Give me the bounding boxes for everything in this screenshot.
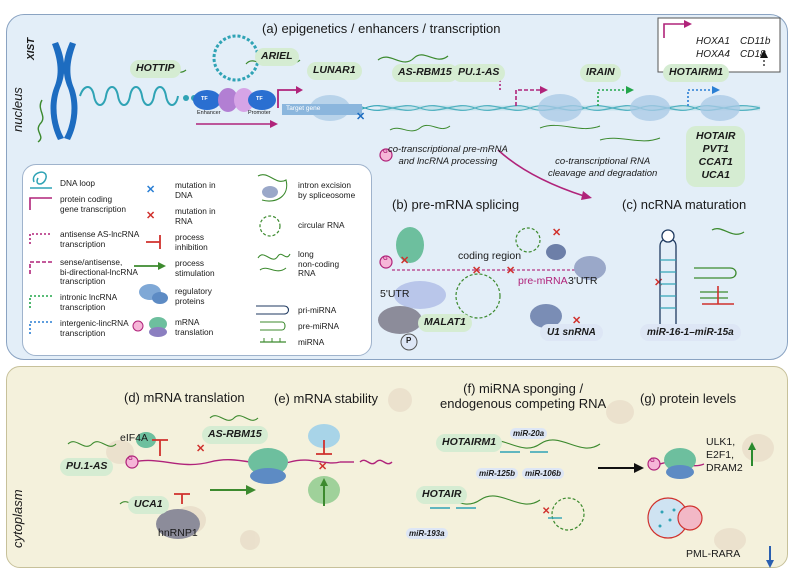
legend-pri-mirna: pri-miRNA <box>298 305 337 315</box>
panel-e-title: (e) mRNA stability <box>274 391 379 406</box>
legend-circular-rna: circular RNA <box>298 220 345 230</box>
mir-cluster-pill: miR-16-1–miR-15a <box>640 324 741 341</box>
as-rbm15-pill: AS-RBM15 <box>392 64 458 82</box>
hoxa4-label: HOXA4 <box>696 48 730 60</box>
hotair-group-pill: HOTAIR PVT1 CCAT1 UCA1 <box>686 126 746 187</box>
legend-box <box>22 164 372 356</box>
svg-text:✕: ✕ <box>196 443 205 455</box>
panel-a-title: (a) epigenetics / enhancers / transcript… <box>262 21 501 36</box>
irain-pill: IRAIN <box>580 64 621 82</box>
phospho-label: P <box>406 336 412 345</box>
uca1-pill: UCA1 <box>128 496 169 514</box>
enhancer-label: Enhancer <box>197 110 221 116</box>
mir-20a-label: miR-20a <box>510 428 548 439</box>
pre-mrna-label: pre-mRNA <box>518 275 568 287</box>
promoter-label: Promoter <box>248 110 271 116</box>
pu1-as-cyto-pill: PU.1-AS <box>60 458 114 476</box>
hnrnp1-label: hnRNP1 <box>158 527 198 539</box>
svg-text:✕: ✕ <box>654 277 663 289</box>
ariel-pill: ARIEL <box>255 48 299 66</box>
svg-text:✕: ✕ <box>552 227 561 239</box>
panel-g-title: (g) protein levels <box>640 391 737 406</box>
as-rbm15-cyto-pill: AS-RBM15 <box>202 426 268 444</box>
panel-b-title: (b) pre-mRNA splicing <box>392 197 520 212</box>
eif4a-label: eIF4A <box>120 432 149 444</box>
g-cap-label-b: G <box>383 256 388 262</box>
malat1-pill: MALAT1 <box>418 314 472 332</box>
lunar1-pill: LUNAR1 <box>307 62 362 80</box>
tf-label-2: TF <box>256 96 263 102</box>
hotairm1-pill: HOTAIRM1 <box>663 64 730 82</box>
u1-snrna-pill: U1 snRNA <box>540 324 603 341</box>
cd18-label: CD18 <box>740 48 766 60</box>
svg-text:✕: ✕ <box>318 461 327 473</box>
pu1-as-pill: PU.1-AS <box>452 64 506 82</box>
hoxa-genes: HOXA1 HOXA4 <box>696 36 730 61</box>
g-cap-label-d: G <box>128 456 133 462</box>
svg-text:✕: ✕ <box>146 210 155 222</box>
panel-d-title: (d) mRNA translation <box>124 390 245 405</box>
legend-pre-mirna: pre-miRNA <box>298 321 340 331</box>
mir-125b-label: miR-125b <box>476 468 519 479</box>
target-gene-box <box>282 104 362 115</box>
hairpin-icon <box>659 229 677 330</box>
g-cap-label-a: G <box>383 149 388 155</box>
utr5-label: 5'UTR <box>380 288 410 300</box>
tf-label-1: TF <box>201 96 208 102</box>
svg-text:✕: ✕ <box>572 315 581 327</box>
note-processing: co-transcriptional pre-mRNA and lncRNA p… <box>388 144 508 167</box>
cd-genes: CD11b CD18 <box>740 36 770 61</box>
g-cap-label-g: G <box>650 458 655 464</box>
svg-text:✕: ✕ <box>146 184 155 196</box>
panel-c-title: (c) ncRNA maturation <box>622 197 747 212</box>
hottip-pill: HOTTIP <box>130 60 181 78</box>
hotairm1-cyto-pill: HOTAIRM1 <box>436 434 503 452</box>
chromosome-icon <box>50 42 78 140</box>
legend-mirna: miRNA <box>298 337 325 347</box>
svg-text:✕: ✕ <box>506 265 515 277</box>
hoxa1-label: HOXA1 <box>696 36 730 47</box>
cd11b-label: CD11b <box>740 36 771 47</box>
svg-text:✕: ✕ <box>542 506 550 517</box>
target-gene-label: Target gene <box>286 105 321 112</box>
circular-rna-icon <box>455 273 501 319</box>
coding-region-label: coding region <box>458 250 522 262</box>
note-cleavage: co-transcriptional RNA cleavage and degr… <box>548 156 658 179</box>
spliceosome-proteins <box>394 227 606 309</box>
hox-box <box>657 17 781 73</box>
svg-text:✕: ✕ <box>400 255 409 267</box>
transcription-factors <box>193 88 276 112</box>
legend-dna-loop: DNA loop <box>60 178 96 188</box>
mir-193a-label: miR-193a <box>406 528 448 539</box>
svg-text:✕: ✕ <box>356 111 365 123</box>
panel-f-title: (f) miRNA sponging / endogenous competin… <box>440 381 607 411</box>
mir-106b-label: miR-106b <box>522 468 565 479</box>
pml-rara-label: PML-RARA <box>686 548 741 560</box>
svg-text:✕: ✕ <box>472 265 481 277</box>
up-proteins: ULK1, E2F1, DRAM2 <box>706 436 743 475</box>
hotair-cyto-pill: HOTAIR <box>416 486 468 504</box>
chromatin-coil <box>79 86 179 106</box>
utr3-label: 3'UTR <box>568 275 598 287</box>
